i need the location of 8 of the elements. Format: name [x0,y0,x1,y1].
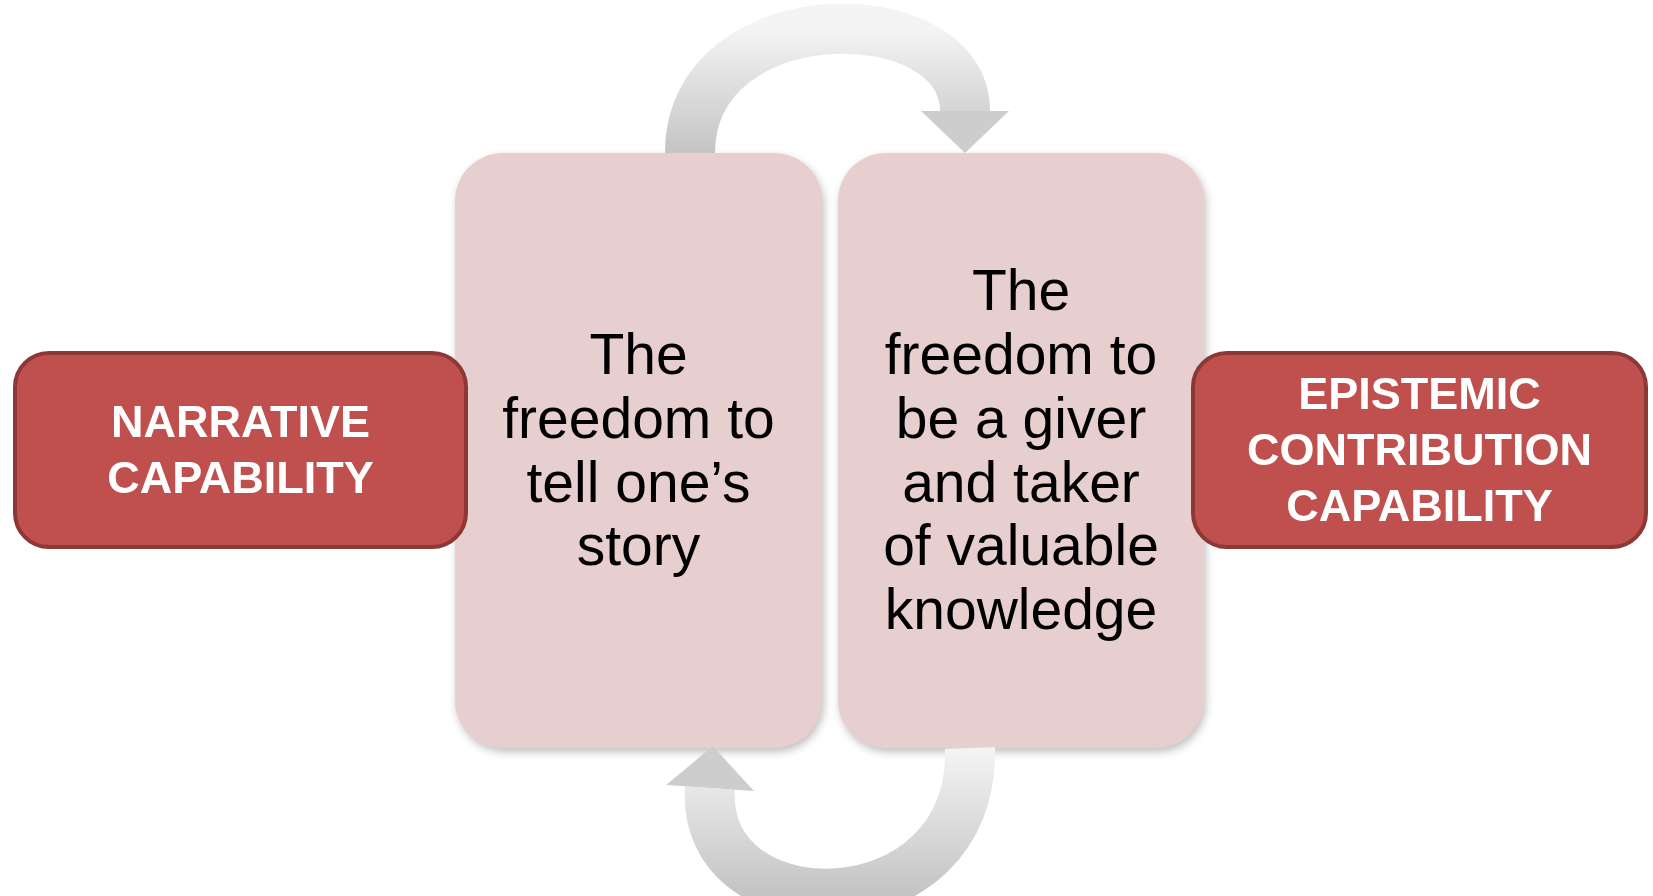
node-text: The freedom to be a giver and taker of valuable knowledge [882,259,1160,642]
node-text: NARRATIVE CAPABILITY [106,394,375,505]
freedom-box [455,153,822,748]
node-text: EPISTEMIC CONTRIBUTION CAPABILITY [1246,366,1593,534]
freedom-box [838,153,1204,748]
node-text: The freedom to tell one’s story [501,322,776,579]
capability-box [13,351,468,549]
capability-box [1191,351,1648,549]
